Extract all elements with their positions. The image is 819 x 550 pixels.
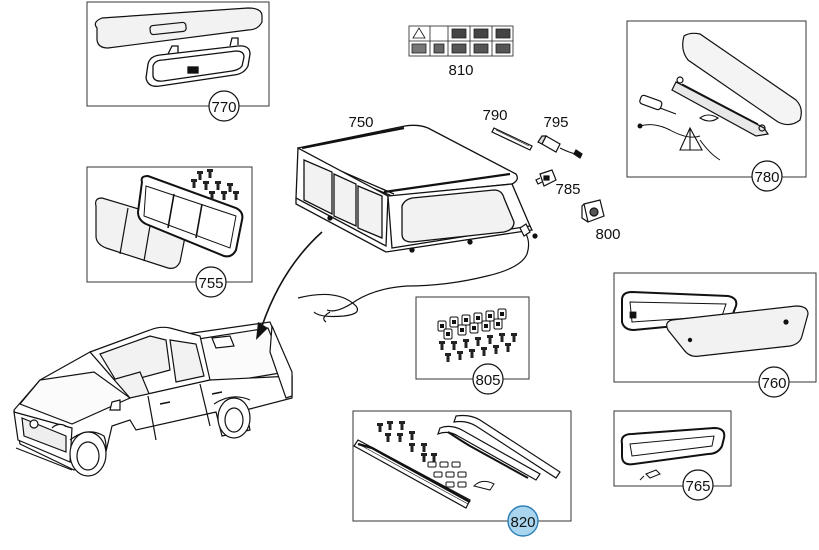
label-785: 785 <box>555 181 580 198</box>
window-cable <box>637 123 721 161</box>
lock-cylinder-800[interactable] <box>581 199 605 223</box>
roof-rail-long[interactable] <box>353 439 471 509</box>
rear-window-glass[interactable] <box>682 32 802 126</box>
brake-light-housing[interactable] <box>145 37 251 87</box>
interior-lamp-795[interactable] <box>537 135 583 159</box>
label-765: 765 <box>685 478 710 495</box>
part-820-group[interactable]: 820 <box>352 410 572 537</box>
label-770: 770 <box>211 99 236 116</box>
seal-clip-765 <box>639 469 661 481</box>
callout-760: 760 <box>758 366 790 398</box>
part-755-frame <box>86 166 253 283</box>
label-760: 760 <box>761 375 786 392</box>
mounting-arrow <box>256 231 323 340</box>
brake-light-lens[interactable] <box>94 7 263 49</box>
side-window-frame[interactable] <box>136 174 244 258</box>
seal-strip-790[interactable] <box>491 127 533 151</box>
callout-805: 805 <box>472 363 504 395</box>
part-755-group[interactable]: 755 <box>86 166 253 298</box>
label-750: 750 <box>348 114 373 131</box>
label-800: 800 <box>595 226 620 243</box>
window-seal-765[interactable] <box>620 426 726 466</box>
part-785-group[interactable]: 785 <box>535 169 581 198</box>
label-755: 755 <box>198 275 223 292</box>
side-window-glass-760[interactable] <box>666 305 809 357</box>
latch-785[interactable] <box>535 169 557 187</box>
label-820: 820 <box>510 514 535 531</box>
part-805-group[interactable]: 805 <box>415 296 530 395</box>
label-810: 810 <box>448 62 473 79</box>
part-805-frame <box>415 296 530 380</box>
wiring-harness[interactable] <box>297 223 538 323</box>
label-805: 805 <box>475 372 500 389</box>
callout-820: 820 <box>507 505 539 537</box>
part-810-group[interactable]: 810 <box>408 25 514 79</box>
clips-805[interactable] <box>437 308 507 340</box>
part-770-frame <box>86 1 270 107</box>
part-765-frame <box>613 410 732 487</box>
label-795: 795 <box>543 114 568 131</box>
warning-label-sticker[interactable] <box>408 25 514 57</box>
roof-rail-curved[interactable] <box>437 414 561 481</box>
callout-755: 755 <box>195 266 227 298</box>
part-760-frame <box>613 272 817 383</box>
callout-780: 780 <box>751 160 783 192</box>
callout-765: 765 <box>682 469 714 501</box>
part-800-group[interactable]: 800 <box>581 199 621 243</box>
part-750-group[interactable]: 750 <box>295 114 533 253</box>
release-handle[interactable] <box>679 114 719 151</box>
side-window-glass[interactable] <box>95 197 188 269</box>
label-780: 780 <box>754 169 779 186</box>
label-790: 790 <box>482 107 507 124</box>
callout-770: 770 <box>208 90 240 122</box>
part-770-group[interactable]: 770 <box>86 1 270 122</box>
part-760-group[interactable]: 760 <box>613 272 817 398</box>
part-780-group[interactable]: 780 <box>626 20 807 192</box>
hardtop-canopy[interactable] <box>295 124 533 253</box>
gas-strut[interactable] <box>639 94 677 115</box>
pickup-truck <box>13 321 293 477</box>
part-790-group[interactable]: 790 <box>482 107 533 151</box>
part-820-frame <box>352 410 572 522</box>
part-780-frame <box>626 20 807 178</box>
part-765-group[interactable]: 765 <box>613 410 732 501</box>
rear-window-hinge-rail[interactable] <box>671 76 770 137</box>
part-795-group[interactable]: 795 <box>537 114 583 159</box>
rail-spacers-820 <box>427 461 495 491</box>
